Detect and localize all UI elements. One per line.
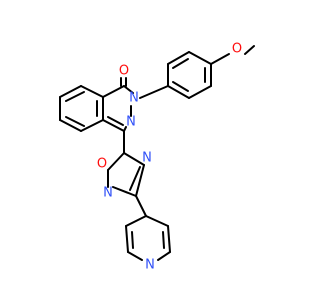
n3-nitrogen-label: N: [126, 115, 136, 130]
n2-nitrogen-label: N: [129, 91, 139, 106]
bond: [125, 215, 147, 227]
carbonyl-oxygen-label: O: [119, 64, 129, 79]
oxadiazole-n2-label: N: [103, 186, 113, 201]
bond: [188, 85, 212, 99]
bond: [135, 195, 147, 217]
oxadiazole-n4-label: N: [142, 151, 152, 166]
bond: [125, 225, 129, 253]
bond: [80, 119, 104, 132]
bond: [107, 116, 124, 126]
bond: [107, 152, 125, 171]
bond: [244, 45, 255, 55]
bond: [129, 166, 141, 191]
pyridine-nitrogen-label: N: [145, 258, 155, 273]
oxadiazole-oxygen-label: O: [97, 157, 107, 172]
bonds: [59, 45, 255, 261]
bond: [59, 85, 82, 98]
atom-labels: O O N N O N N N: [97, 42, 242, 273]
bond: [123, 152, 145, 166]
bond: [102, 119, 125, 132]
bond: [80, 85, 104, 98]
molecule-structure: O O N N O N N N: [59, 42, 255, 273]
bond: [135, 164, 145, 197]
bond: [65, 91, 85, 102]
bond: [145, 215, 169, 227]
bond: [102, 85, 125, 98]
bond: [172, 58, 189, 69]
bond: [157, 251, 171, 261]
bond: [131, 231, 134, 249]
bond: [59, 119, 82, 132]
bond: [167, 85, 190, 99]
ether-oxygen-label: O: [232, 42, 242, 57]
bond: [167, 51, 190, 65]
bond: [65, 116, 85, 127]
bond: [139, 85, 169, 99]
bond: [162, 231, 165, 249]
bond: [123, 85, 134, 94]
bond: [167, 225, 171, 253]
bond: [172, 81, 189, 92]
bond: [127, 251, 143, 261]
bond: [188, 51, 212, 65]
bond: [210, 53, 230, 65]
bond: [112, 186, 137, 197]
